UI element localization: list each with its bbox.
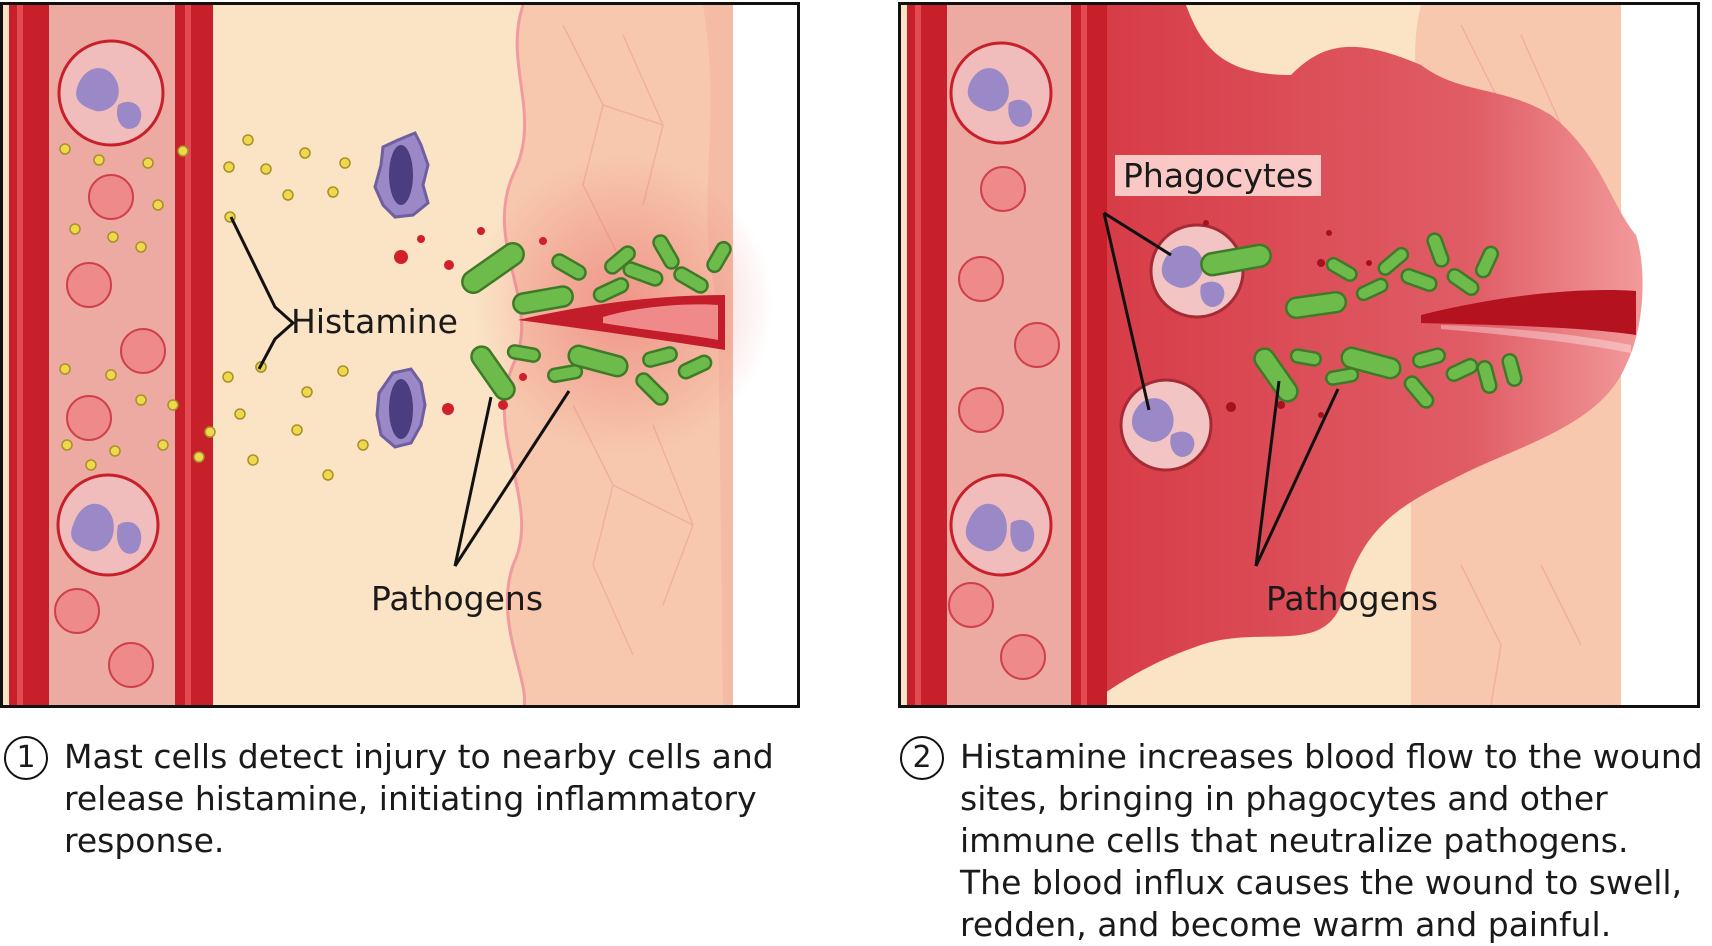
blood-vessel-wall-right — [175, 5, 213, 705]
blood-droplets — [394, 227, 547, 415]
caption-line: Mast cells detect injury to nearby cells… — [64, 737, 774, 776]
caption-line: The blood influx causes the wound to swe… — [960, 863, 1683, 902]
phagocyte — [1119, 378, 1213, 472]
pathogen-leader-lines — [453, 390, 571, 567]
caption-line: sites, bringing in phagocytes and other — [960, 779, 1608, 818]
caption-line: response. — [64, 821, 225, 860]
caption-text: Mast cells detect injury to nearby cells… — [64, 736, 774, 862]
panel-1-illustration — [9, 5, 797, 705]
pathogen-leader-lines — [1254, 380, 1340, 567]
caption-line: release histamine, initiating inflammato… — [64, 779, 757, 818]
step-number-badge: 2 — [900, 736, 944, 780]
caption-line: redden, and become warm and painful. — [960, 905, 1612, 944]
blood-droplets — [1203, 220, 1372, 418]
white-blood-cell — [57, 39, 165, 147]
caption-text: Histamine increases blood flow to the wo… — [960, 736, 1703, 946]
histamine-bracket — [229, 216, 296, 370]
histamine-granules — [59, 134, 369, 481]
phagocytes-label: Phagocytes — [1115, 155, 1322, 196]
red-blood-cells — [948, 166, 1060, 680]
pathogens — [1200, 232, 1523, 409]
red-blood-cells — [54, 174, 166, 688]
panel-blood-flow-response: Phagocytes Pathogens — [898, 2, 1700, 708]
blood-vessel-wall-left — [9, 5, 49, 705]
mast-cell — [375, 367, 427, 449]
wound — [1421, 290, 1636, 335]
histamine-label: Histamine — [291, 302, 458, 341]
blood-vessel-wall-right — [1071, 5, 1107, 705]
phagocyte-leader-lines — [1102, 211, 1172, 411]
pathogens — [461, 234, 732, 406]
step-number-badge: 1 — [4, 736, 48, 780]
blood-vessel-wall-left — [907, 5, 947, 705]
phagocyte — [1149, 223, 1245, 319]
mast-cell — [373, 131, 430, 219]
white-blood-cell — [56, 473, 160, 577]
caption-line: immune cells that neutralize pathogens. — [960, 821, 1629, 860]
pathogens-label: Pathogens — [1266, 579, 1439, 618]
caption-line: Histamine increases blood flow to the wo… — [960, 737, 1703, 776]
panel-mast-cell-response: Histamine Pathogens — [0, 2, 800, 708]
white-blood-cell — [949, 473, 1053, 577]
pathogens-label: Pathogens — [371, 579, 544, 618]
white-blood-cell — [949, 41, 1053, 145]
